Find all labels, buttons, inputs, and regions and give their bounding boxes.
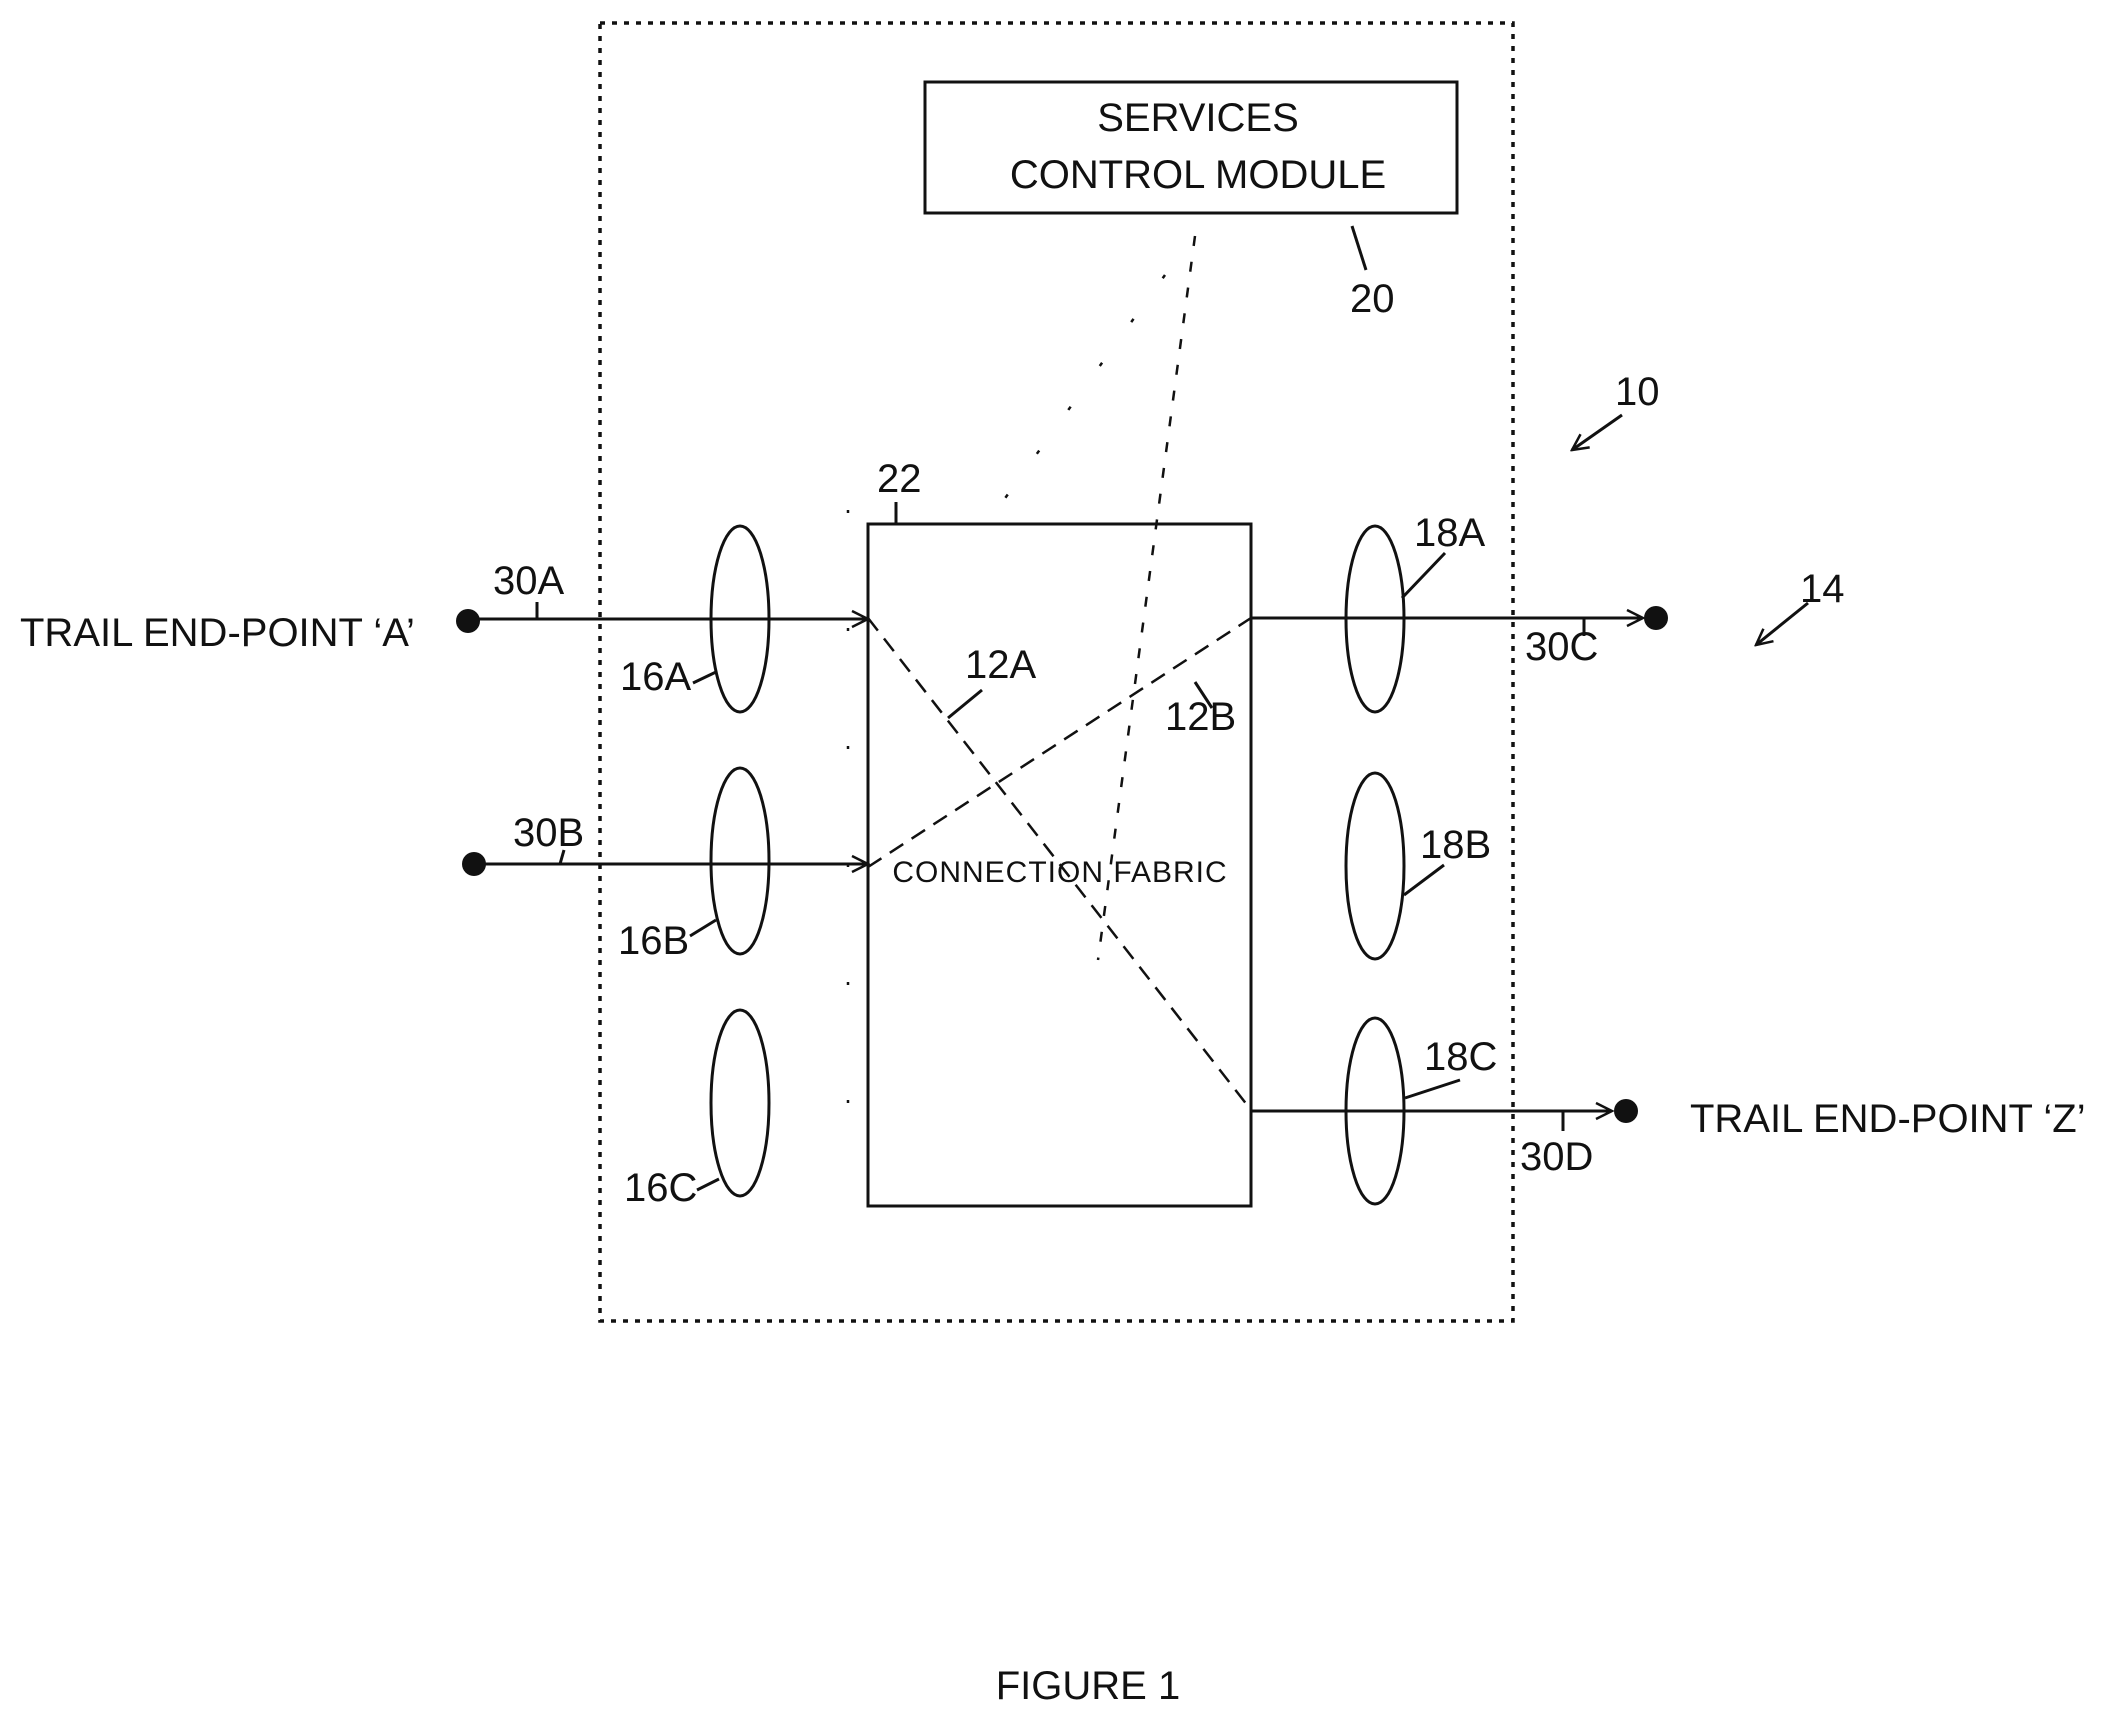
- right-port-18c-leader: [1405, 1080, 1460, 1098]
- control-link-dotted-1: [1098, 236, 1195, 960]
- trail-endpoint-z-dot: [1614, 1099, 1638, 1123]
- figure-caption: FIGURE 1: [996, 1664, 1180, 1708]
- left-port-16a-leader: [693, 672, 716, 683]
- trail-30b-label: 30B: [513, 811, 584, 855]
- node-ref-arrow: [1572, 415, 1622, 450]
- cross-connection-12b: [868, 618, 1251, 867]
- left-port-16a-label: 16A: [620, 655, 691, 699]
- services-module-ref-leader: [1352, 226, 1366, 270]
- services-module-ref: 20: [1350, 277, 1395, 321]
- right-port-18c-label: 18C: [1424, 1035, 1497, 1079]
- services-module-line2: CONTROL MODULE: [1010, 153, 1386, 197]
- left-port-16c: [711, 1010, 769, 1196]
- right-port-18a-leader: [1402, 553, 1445, 598]
- trail-30d-label: 30D: [1520, 1135, 1593, 1179]
- right-port-18b: [1346, 773, 1404, 959]
- fabric-ref: 22: [877, 457, 922, 501]
- trail-30a-label: 30A: [493, 559, 564, 603]
- cross-connection-12a-leader: [948, 690, 982, 718]
- cross-connection-12b-ref: 12B: [1165, 695, 1236, 739]
- left-port-16c-label: 16C: [624, 1166, 697, 1210]
- trail-30c-dot: [1644, 606, 1668, 630]
- trail-30c-label: 30C: [1525, 625, 1598, 669]
- right-port-18b-label: 18B: [1420, 823, 1491, 867]
- cross-connection-12a-ref: 12A: [965, 643, 1036, 687]
- network-element-boundary: [600, 23, 1513, 1321]
- right-port-18b-leader: [1404, 865, 1444, 895]
- network-ref-arrow: [1756, 603, 1808, 645]
- trail-endpoint-a-label: TRAIL END-POINT ‘A’: [20, 611, 415, 655]
- left-port-16c-leader: [697, 1179, 719, 1190]
- left-port-16b-label: 16B: [618, 919, 689, 963]
- trail-endpoint-z-label: TRAIL END-POINT ‘Z’: [1690, 1097, 2086, 1141]
- node-ref: 10: [1615, 370, 1660, 414]
- control-link-dotted-2: [988, 275, 1165, 522]
- services-control-module: SERVICES CONTROL MODULE: [925, 82, 1457, 213]
- left-port-16b-leader: [690, 920, 716, 936]
- services-module-line1: SERVICES: [1097, 96, 1299, 140]
- trail-endpoint-a-dot: [456, 609, 480, 633]
- left-port-16b: [711, 768, 769, 954]
- connection-fabric-label: CONNECTION FABRIC: [892, 856, 1227, 889]
- right-port-18a-label: 18A: [1414, 511, 1485, 555]
